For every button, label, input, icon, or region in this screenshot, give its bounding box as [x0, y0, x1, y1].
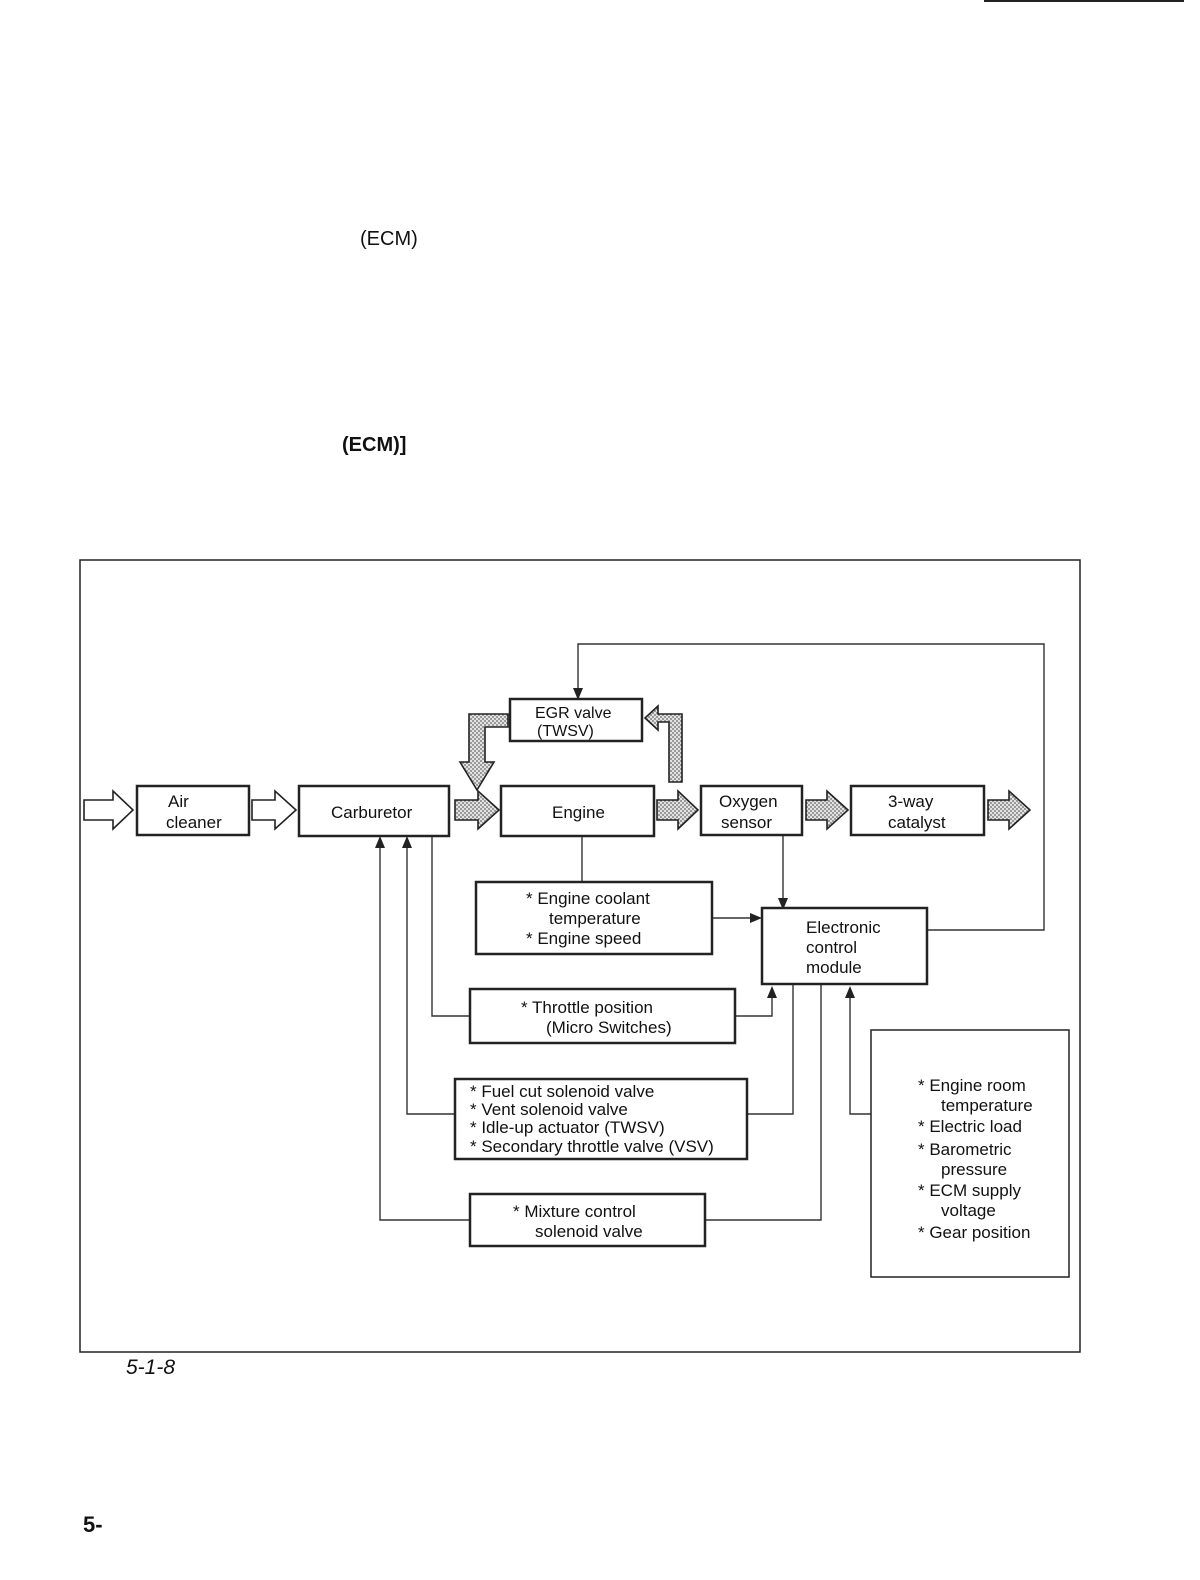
sensors-line-4: * Barometric — [918, 1140, 1012, 1159]
arrowhead-inputs — [750, 913, 762, 923]
ecm-label-2: control — [806, 938, 857, 957]
engine-label: Engine — [552, 803, 605, 822]
arrowhead-egr — [573, 688, 583, 700]
arrow-carb-to-engine — [454, 789, 501, 831]
arrowhead-throttle — [767, 986, 777, 998]
catalyst-label-2: catalyst — [888, 813, 946, 832]
actuators-line-4: * Secondary throttle valve (VSV) — [470, 1137, 714, 1156]
line-ecm-to-mixture — [705, 984, 822, 1221]
arrow-catalyst-out — [987, 789, 1032, 831]
sensors-line-6: * ECM supply — [918, 1181, 1021, 1200]
page-number: 5- — [83, 1512, 103, 1537]
box-3way-catalyst — [849, 784, 986, 837]
actuators-line-3: * Idle-up actuator (TWSV) — [470, 1118, 665, 1137]
arrowhead-carb-1 — [375, 836, 385, 848]
line-mixture-to-carb — [379, 846, 470, 1221]
throttle-line-1: * Throttle position — [521, 998, 653, 1017]
box-mixture-control — [468, 1192, 707, 1248]
sensors-line-1: * Engine room — [918, 1076, 1026, 1095]
ecm-label-1: Electronic — [806, 918, 881, 937]
box-air-cleaner — [135, 784, 251, 837]
sensors-line-3: * Electric load — [918, 1117, 1022, 1136]
engine-inputs-line-1: * Engine coolant — [526, 889, 650, 908]
arrow-egr-to-intake — [458, 713, 509, 792]
box-egr-valve — [508, 697, 644, 743]
box-engine — [499, 784, 656, 838]
line-ecm-to-egr — [577, 643, 1045, 931]
sensors-line-8: * Gear position — [918, 1223, 1030, 1242]
air-cleaner-label-2: cleaner — [166, 813, 222, 832]
diagram-frame — [79, 559, 1081, 1353]
line-ecm-to-actuators — [747, 984, 794, 1115]
sensors-line-5: pressure — [941, 1160, 1007, 1179]
line-sensors-to-ecm — [849, 996, 871, 1115]
throttle-line-2: (Micro Switches) — [546, 1018, 672, 1037]
arrow-intake-in — [83, 789, 135, 831]
mixture-line-2: solenoid valve — [535, 1222, 643, 1241]
figure-number: 5-1-8 — [126, 1356, 176, 1379]
oxygen-label-1: Oxygen — [719, 792, 778, 811]
line-throttle-to-ecm — [735, 996, 773, 1017]
arrow-exhaust-to-egr — [643, 704, 683, 783]
egr-label-1: EGR valve — [535, 705, 612, 722]
box-throttle-position — [468, 987, 737, 1045]
box-engine-inputs — [474, 880, 714, 956]
arrow-oxygen-to-catalyst — [805, 789, 850, 831]
arrow-engine-to-oxygen — [656, 789, 700, 831]
actuators-line-2: * Vent solenoid valve — [470, 1100, 628, 1119]
box-carburetor — [297, 784, 451, 838]
sensors-line-7: voltage — [941, 1201, 996, 1220]
arrowhead-carb-2 — [402, 836, 412, 848]
arrowhead-sensors — [845, 986, 855, 998]
box-actuators — [453, 1077, 749, 1161]
arrow-air-to-carb — [251, 789, 298, 831]
box-oxygen-sensor — [699, 784, 804, 837]
line-actuators-to-carb — [406, 846, 455, 1115]
ecm-abbrev-2: (ECM)] — [342, 434, 407, 456]
catalyst-label-1: 3-way — [888, 792, 934, 811]
box-ecm — [760, 906, 929, 986]
oxygen-label-2: sensor — [721, 813, 772, 832]
top-rule — [984, 0, 1184, 2]
engine-inputs-line-2: temperature — [549, 909, 641, 928]
mixture-line-1: * Mixture control — [513, 1202, 636, 1221]
line-carb-to-throttle — [431, 836, 470, 1017]
arrowhead-ecm-top — [778, 898, 788, 910]
actuators-line-1: * Fuel cut solenoid valve — [470, 1082, 654, 1101]
ecm-label-3: module — [806, 958, 862, 977]
box-sensors — [870, 1029, 1070, 1278]
ecm-abbrev-1: (ECM) — [360, 228, 418, 250]
engine-inputs-line-3: * Engine speed — [526, 929, 641, 948]
sensors-line-2: temperature — [941, 1096, 1033, 1115]
air-cleaner-label-1: Air — [168, 792, 189, 811]
carburetor-label: Carburetor — [331, 803, 413, 822]
egr-label-2: (TWSV) — [537, 723, 594, 740]
